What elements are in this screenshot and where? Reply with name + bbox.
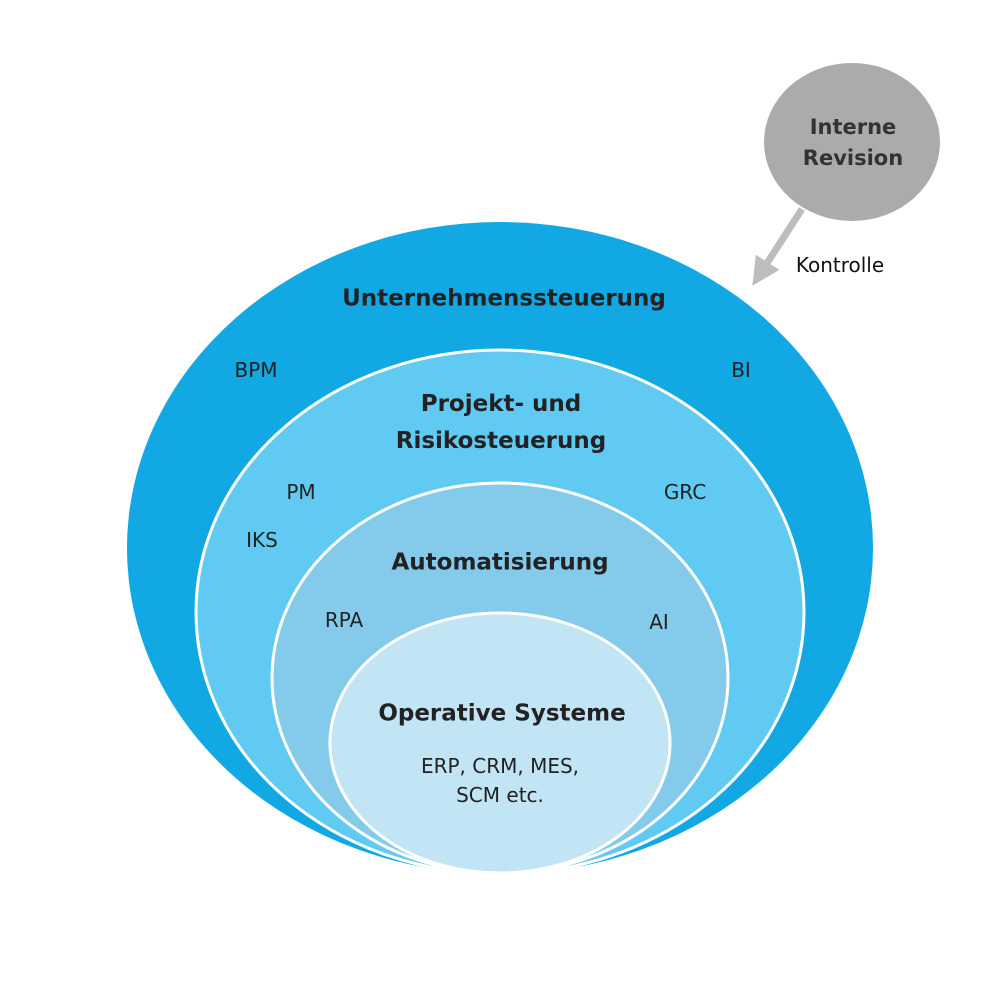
level-1-item-bi: BI xyxy=(731,358,751,382)
revision-title: Interne Revision xyxy=(803,112,903,174)
level-4-ellipse xyxy=(328,611,672,875)
level-4-subtitle-line1: ERP, CRM, MES, xyxy=(420,754,580,778)
revision-circle xyxy=(764,63,940,221)
level-3-item-ai: AI xyxy=(649,610,669,634)
level-2-item-grc: GRC xyxy=(663,480,707,504)
level-2-item-pm: PM xyxy=(286,480,316,504)
control-label: Kontrolle xyxy=(795,253,885,277)
level-3-item-rpa: RPA xyxy=(324,608,364,632)
level-1-item-bpm: BPM xyxy=(234,358,278,382)
level-4-subtitle-line2: SCM etc. xyxy=(456,783,544,807)
level-2-item-iks: IKS xyxy=(246,528,278,552)
revision-title-line1: Interne xyxy=(809,115,897,139)
level-4-subtitle: ERP, CRM, MES, SCM etc. xyxy=(421,752,579,810)
control-arrow-icon xyxy=(752,207,805,286)
level-2-title: Projekt- und Risikosteuerung xyxy=(396,386,606,460)
level-2-title-line1: Projekt- und xyxy=(420,391,582,417)
revision-title-line2: Revision xyxy=(802,146,904,170)
level-1-title: Unternehmenssteuerung xyxy=(342,285,666,312)
level-3-title: Automatisierung xyxy=(391,549,609,576)
level-4-title: Operative Systeme xyxy=(378,700,626,727)
level-2-title-line2: Risikosteuerung xyxy=(395,428,607,454)
